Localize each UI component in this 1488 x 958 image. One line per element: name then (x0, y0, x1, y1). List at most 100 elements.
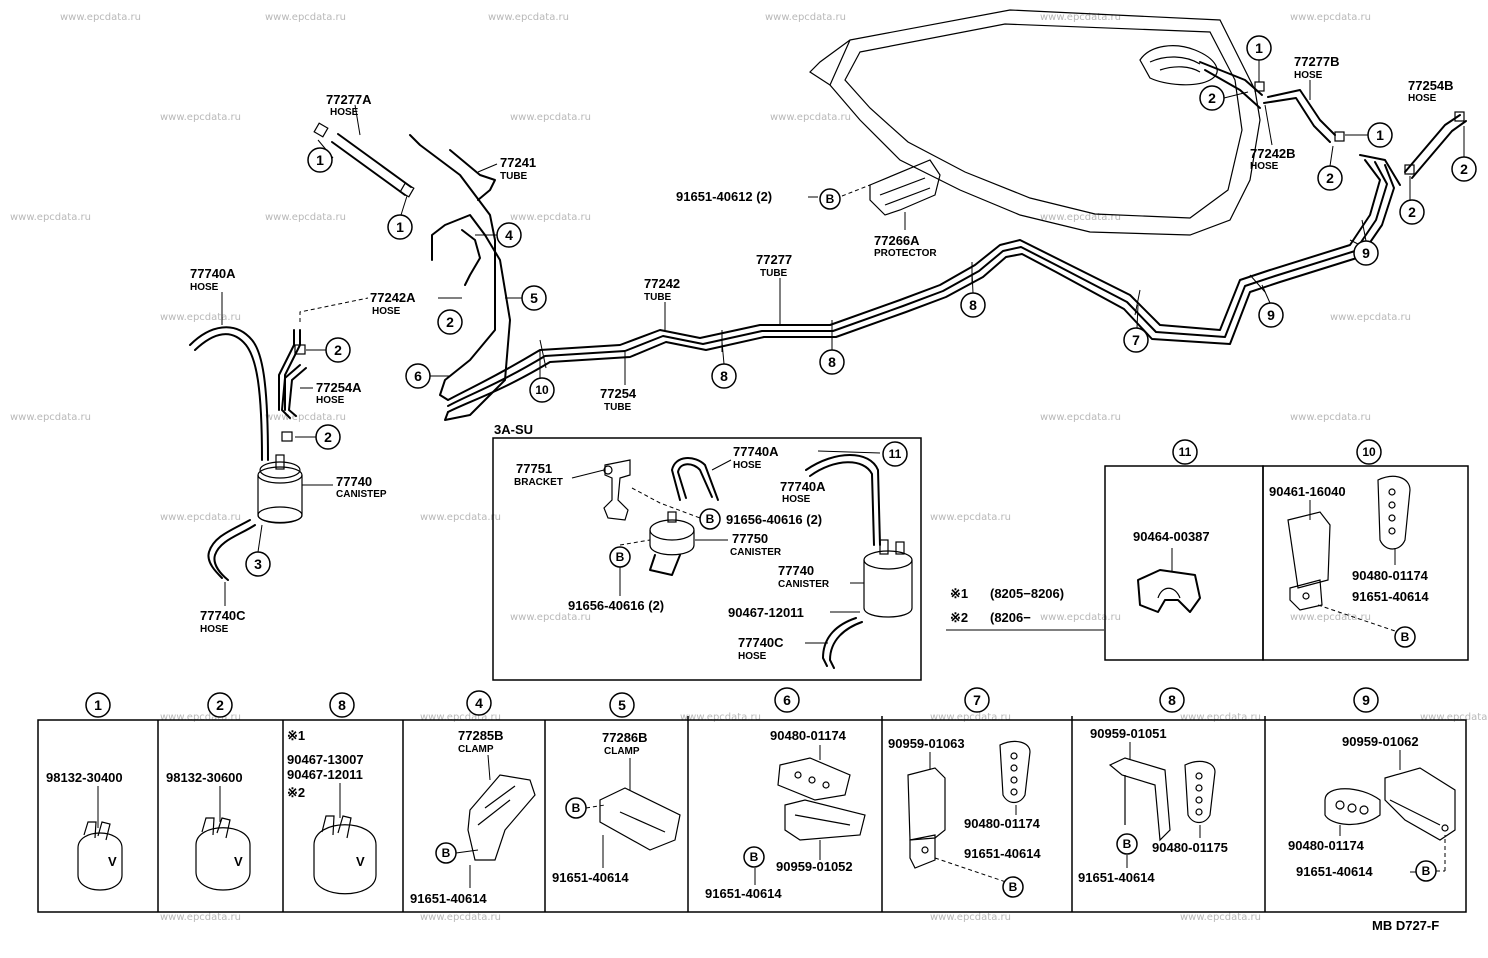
watermark: www.epcdata.ru (420, 912, 501, 923)
label-91651-40612: 91651-40612 (2) (676, 189, 772, 204)
callout-11-label: 11 (889, 447, 902, 461)
callout-b[interactable] (1116, 833, 1138, 855)
detail-8-callout[interactable] (329, 692, 355, 718)
callout-2[interactable] (315, 424, 341, 450)
callout-1-label: 1 (1376, 127, 1384, 143)
detail-4-callout[interactable] (466, 690, 492, 716)
callout-9[interactable] (1258, 302, 1284, 328)
detail-1-callout[interactable] (85, 692, 111, 718)
callout-10[interactable] (1356, 439, 1382, 465)
callout-b[interactable] (743, 846, 765, 868)
callout-2[interactable] (1199, 85, 1225, 111)
label-77740: 77740 (336, 474, 372, 489)
label-90467-12011: 90467-12011 (728, 605, 804, 620)
callout-1[interactable] (1246, 35, 1272, 61)
detail-2-callout[interactable] (207, 692, 233, 718)
watermark: www.epcdata.ru (10, 212, 91, 223)
callout-10-label: 10 (535, 383, 549, 397)
callout-b-label: B (1123, 837, 1132, 851)
part-91651-40614: 91651-40614 (410, 891, 487, 906)
detail-10: 10 90461-16040 90480-01174 91651-40614 B (1262, 439, 1469, 661)
watermark: www.epcdata.ru (1290, 412, 1371, 423)
watermark: www.epcdata.ru (510, 612, 591, 623)
callout-2[interactable] (437, 309, 463, 335)
callout-b[interactable] (1002, 876, 1024, 898)
callout-1[interactable] (1367, 122, 1393, 148)
callout-5-label: 5 (530, 290, 538, 306)
callout-9[interactable] (1353, 240, 1379, 266)
label-77266a-sub: PROTECTOR (874, 248, 937, 259)
callout-8-label: 8 (969, 297, 977, 313)
callout-7[interactable] (1123, 327, 1149, 353)
part-90959-01052: 90959-01052 (776, 859, 853, 874)
callout-b[interactable] (699, 508, 721, 530)
callout-2[interactable] (1451, 156, 1477, 182)
callout-2[interactable] (1399, 199, 1425, 225)
label-77277a-sub: HOSE (330, 107, 359, 118)
watermark: www.epcdata.ru (420, 712, 501, 723)
callout-2-label: 2 (334, 342, 342, 358)
note-1-mark: ※1 (950, 586, 968, 601)
callout-b-label: B (1422, 864, 1431, 878)
label-91656-a: 91656-40616 (2) (726, 512, 822, 527)
detail-8b-callout[interactable] (1159, 687, 1185, 713)
callout-8[interactable] (711, 363, 737, 389)
callout-8[interactable] (819, 349, 845, 375)
label-77277b: 77277B (1294, 54, 1340, 69)
callout-b[interactable] (1394, 626, 1416, 648)
callout-1[interactable] (307, 147, 333, 173)
detail-11: 11 90464-00387 (1104, 439, 1264, 661)
detail-9-callout[interactable] (1353, 687, 1379, 713)
label-77254-sub: TUBE (604, 402, 632, 413)
part-91651-40614: 91651-40614 (705, 886, 782, 901)
callout-3-label: 3 (254, 556, 262, 572)
drawing-code: MB D727-F (1372, 918, 1439, 933)
part-90480-01174: 90480-01174 (1352, 568, 1429, 583)
label-77254a-sub: HOSE (316, 395, 345, 406)
callout-b[interactable] (819, 188, 841, 210)
watermarks: www.epcdata.ru www.epcdata.ru www.epcdat… (10, 12, 1488, 923)
part-90480-01174: 90480-01174 (964, 816, 1041, 831)
watermark: www.epcdata.ru (1040, 12, 1121, 23)
part-90959-01051: 90959-01051 (1090, 726, 1167, 741)
watermark: www.epcdata.ru (1420, 712, 1488, 723)
hose-77277a (313, 104, 415, 198)
callout-b-label: B (1401, 630, 1410, 644)
callout-4[interactable] (496, 222, 522, 248)
callout-5[interactable] (521, 285, 547, 311)
watermark: www.epcdata.ru (1180, 712, 1261, 723)
detail-6-callout[interactable] (774, 687, 800, 713)
detail-1-callout-label: 1 (94, 697, 102, 713)
protector-77266a (841, 159, 941, 216)
watermark: www.epcdata.ru (1290, 12, 1371, 23)
variant-box (492, 437, 922, 681)
watermark: www.epcdata.ru (770, 112, 851, 123)
note-1-text: (8205−8206) (990, 586, 1064, 601)
callout-8[interactable] (960, 292, 986, 318)
detail-9-callout-label: 9 (1362, 692, 1370, 708)
callout-11[interactable] (882, 441, 908, 467)
callout-b-label: B (572, 801, 581, 815)
callout-6[interactable] (405, 363, 431, 389)
detail-8-callout-label: 8 (338, 697, 346, 713)
callout-10[interactable] (529, 377, 555, 403)
watermark: www.epcdata.ru (160, 912, 241, 923)
watermark: www.epcdata.ru (1040, 612, 1121, 623)
callout-1[interactable] (387, 214, 413, 240)
callout-2-label: 2 (1408, 204, 1416, 220)
callout-11[interactable] (1172, 439, 1198, 465)
clip-mark: V (234, 854, 243, 869)
watermark: www.epcdata.ru (765, 12, 846, 23)
part-98132-30400: 98132-30400 (46, 770, 123, 785)
detail-5-callout[interactable] (609, 692, 635, 718)
callout-b-label: B (750, 850, 759, 864)
watermark: www.epcdata.ru (1180, 912, 1261, 923)
callout-3[interactable] (245, 551, 271, 577)
callout-2[interactable] (325, 337, 351, 363)
label-77740c-inner-sub: HOSE (738, 651, 767, 662)
callout-b-label: B (442, 846, 451, 860)
bottom-details: 1 2 8 4 5 6 7 8 9 98132-30400 V 98132-30… (37, 687, 1467, 913)
callout-2[interactable] (1317, 165, 1343, 191)
detail-7-callout[interactable] (964, 687, 990, 713)
